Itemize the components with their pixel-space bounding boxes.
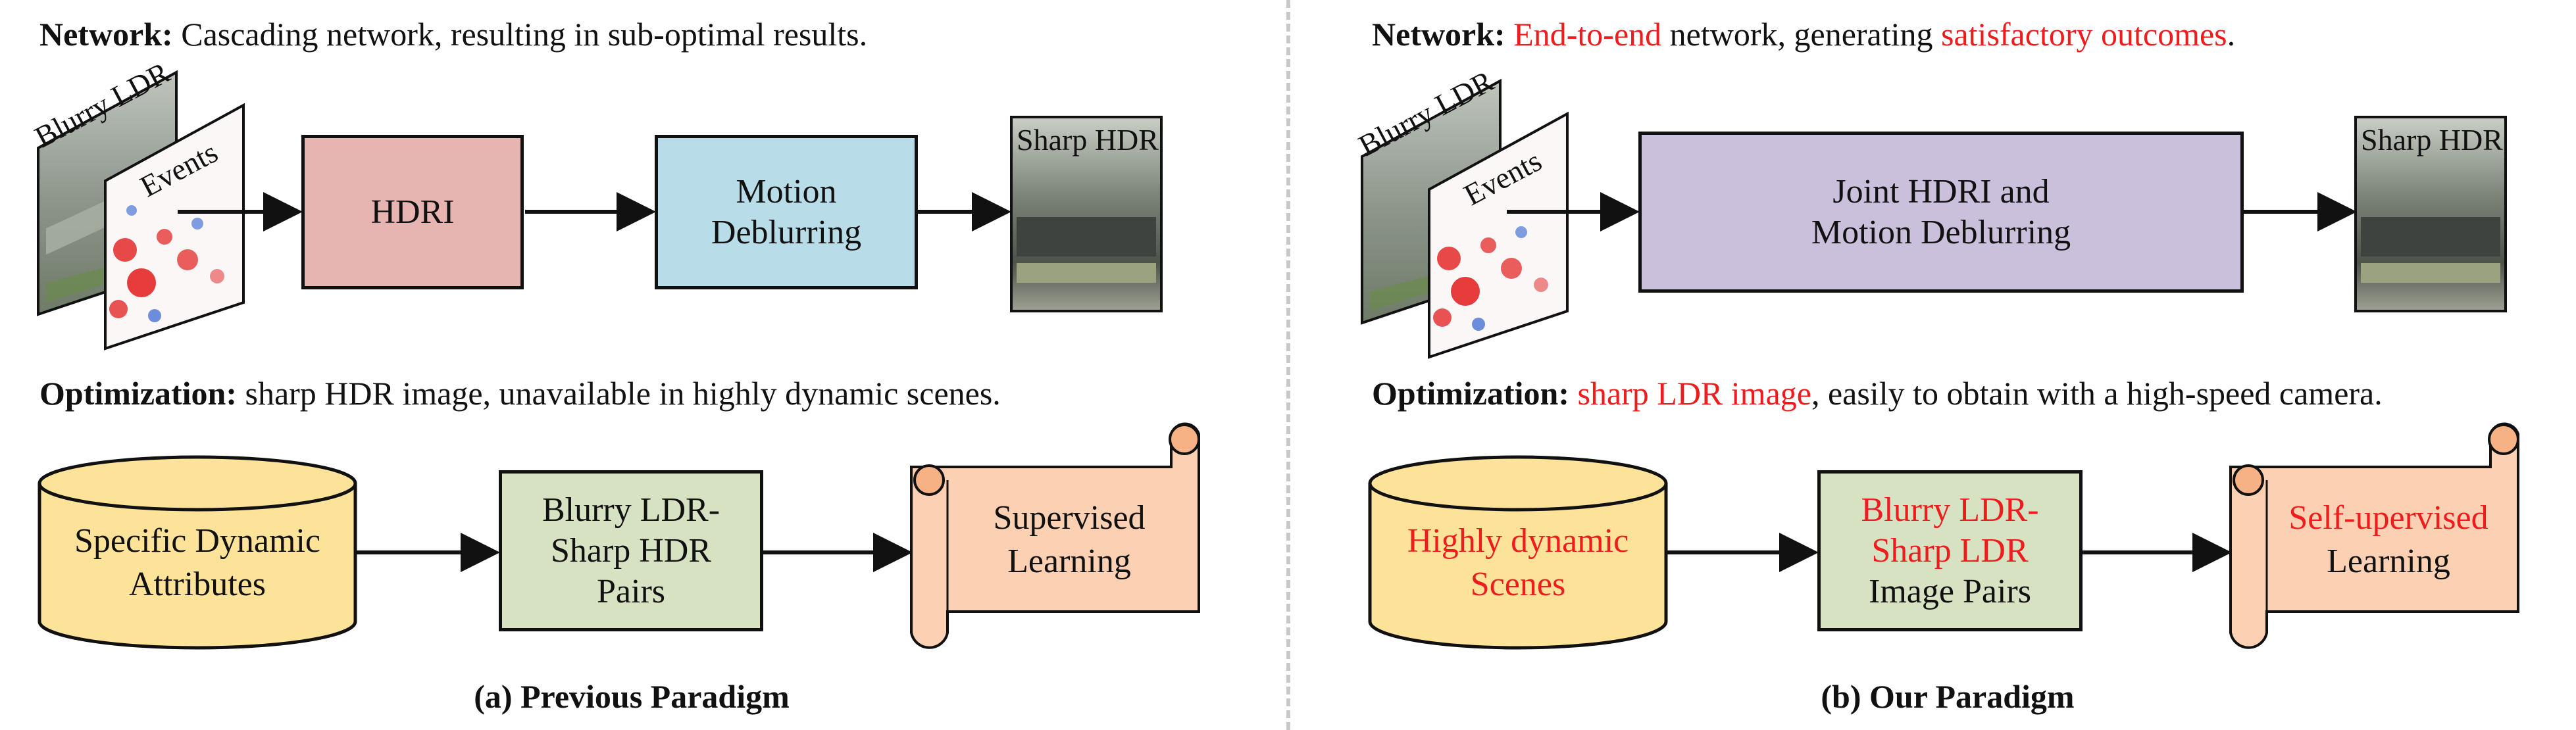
right-joint-line2: Motion Deblurring [1811,213,2071,251]
right-learning-text: Self-upervised Learning [2267,497,2510,583]
right-caption: (b) Our Paradigm [1821,678,2075,715]
left-pairs-line1: Blurry LDR- [542,491,720,529]
left-optimization-label: Optimization: [39,375,237,412]
right-pairs-box: Blurry LDR- Sharp LDR Image Pairs [1817,470,2083,631]
left-network-text: Cascading network, resulting in sub-opti… [181,16,868,53]
right-database-cylinder [1368,455,1668,650]
panel-divider [1286,0,1290,730]
right-optimization-heading: Optimization: sharp LDR image, easily to… [1372,374,2383,413]
right-network-highlight-2: satisfactory outcomes [1941,16,2227,53]
right-joint-line1: Joint HDRI and [1832,172,2050,210]
left-caption: (a) Previous Paradigm [474,678,790,715]
right-optimization-highlight: sharp LDR image [1577,375,1811,412]
left-pairs-line2: Sharp HDR [550,531,712,570]
right-database-line2: Scenes [1470,566,1566,603]
right-learning-scroll [2229,422,2519,649]
right-database-text: Highly dynamic Scenes [1370,520,1666,606]
left-hdri-box: HDRI [301,135,524,289]
right-network-heading: Network: End-to-end network, generating … [1372,14,2235,54]
left-pairs-line3: Pairs [597,572,665,610]
right-optimization-text: , easily to obtain with a high-speed cam… [1811,375,2383,412]
left-motion-deblurring-box: Motion Deblurring [655,135,918,289]
left-hdri-label: HDRI [370,193,455,231]
left-learning-line2: Learning [1007,543,1131,580]
left-database-text: Specific Dynamic Attributes [39,520,355,606]
right-network-label: Network: [1372,16,1505,53]
left-sharp-hdr-image [1010,116,1163,312]
left-optimization-heading: Optimization: sharp HDR image, unavailab… [39,374,1001,413]
right-learning-line2: Learning [2327,543,2450,580]
left-deblur-line1: Motion [736,172,837,210]
right-learning-line1: Self-upervised [2288,499,2488,537]
right-events-image [1428,111,1569,359]
left-database-line1: Specific Dynamic [74,522,320,560]
right-joint-box: Joint HDRI and Motion Deblurring [1638,132,2244,293]
right-optimization-label: Optimization: [1372,375,1569,412]
left-network-label: Network: [39,16,173,53]
right-sharp-hdr-image [2354,116,2507,312]
left-optimization-text: sharp HDR image, unavailable in highly d… [245,375,1001,412]
right-network-text: network, generating [1661,16,1942,53]
right-database-line1: Highly dynamic [1407,522,1629,560]
right-pairs-line2: Sharp LDR [1871,531,2029,570]
left-database-line2: Attributes [129,566,266,603]
right-pairs-line1: Blurry LDR- [1861,491,2039,529]
right-sharp-hdr-label: Sharp HDR [2361,123,2503,157]
left-deblur-line2: Deblurring [711,213,862,251]
left-database-cylinder [38,455,357,650]
right-network-period: . [2227,16,2236,53]
left-sharp-hdr-label: Sharp HDR [1017,123,1159,157]
right-network-highlight-1: End-to-end [1513,16,1662,53]
right-pairs-line3: Image Pairs [1869,572,2031,610]
left-events-image [104,103,245,351]
left-learning-line1: Supervised [993,499,1146,537]
left-learning-scroll [910,422,1200,649]
left-pairs-box: Blurry LDR- Sharp HDR Pairs [499,470,763,631]
left-learning-text: Supervised Learning [947,497,1191,583]
left-network-heading: Network: Cascading network, resulting in… [39,14,867,54]
